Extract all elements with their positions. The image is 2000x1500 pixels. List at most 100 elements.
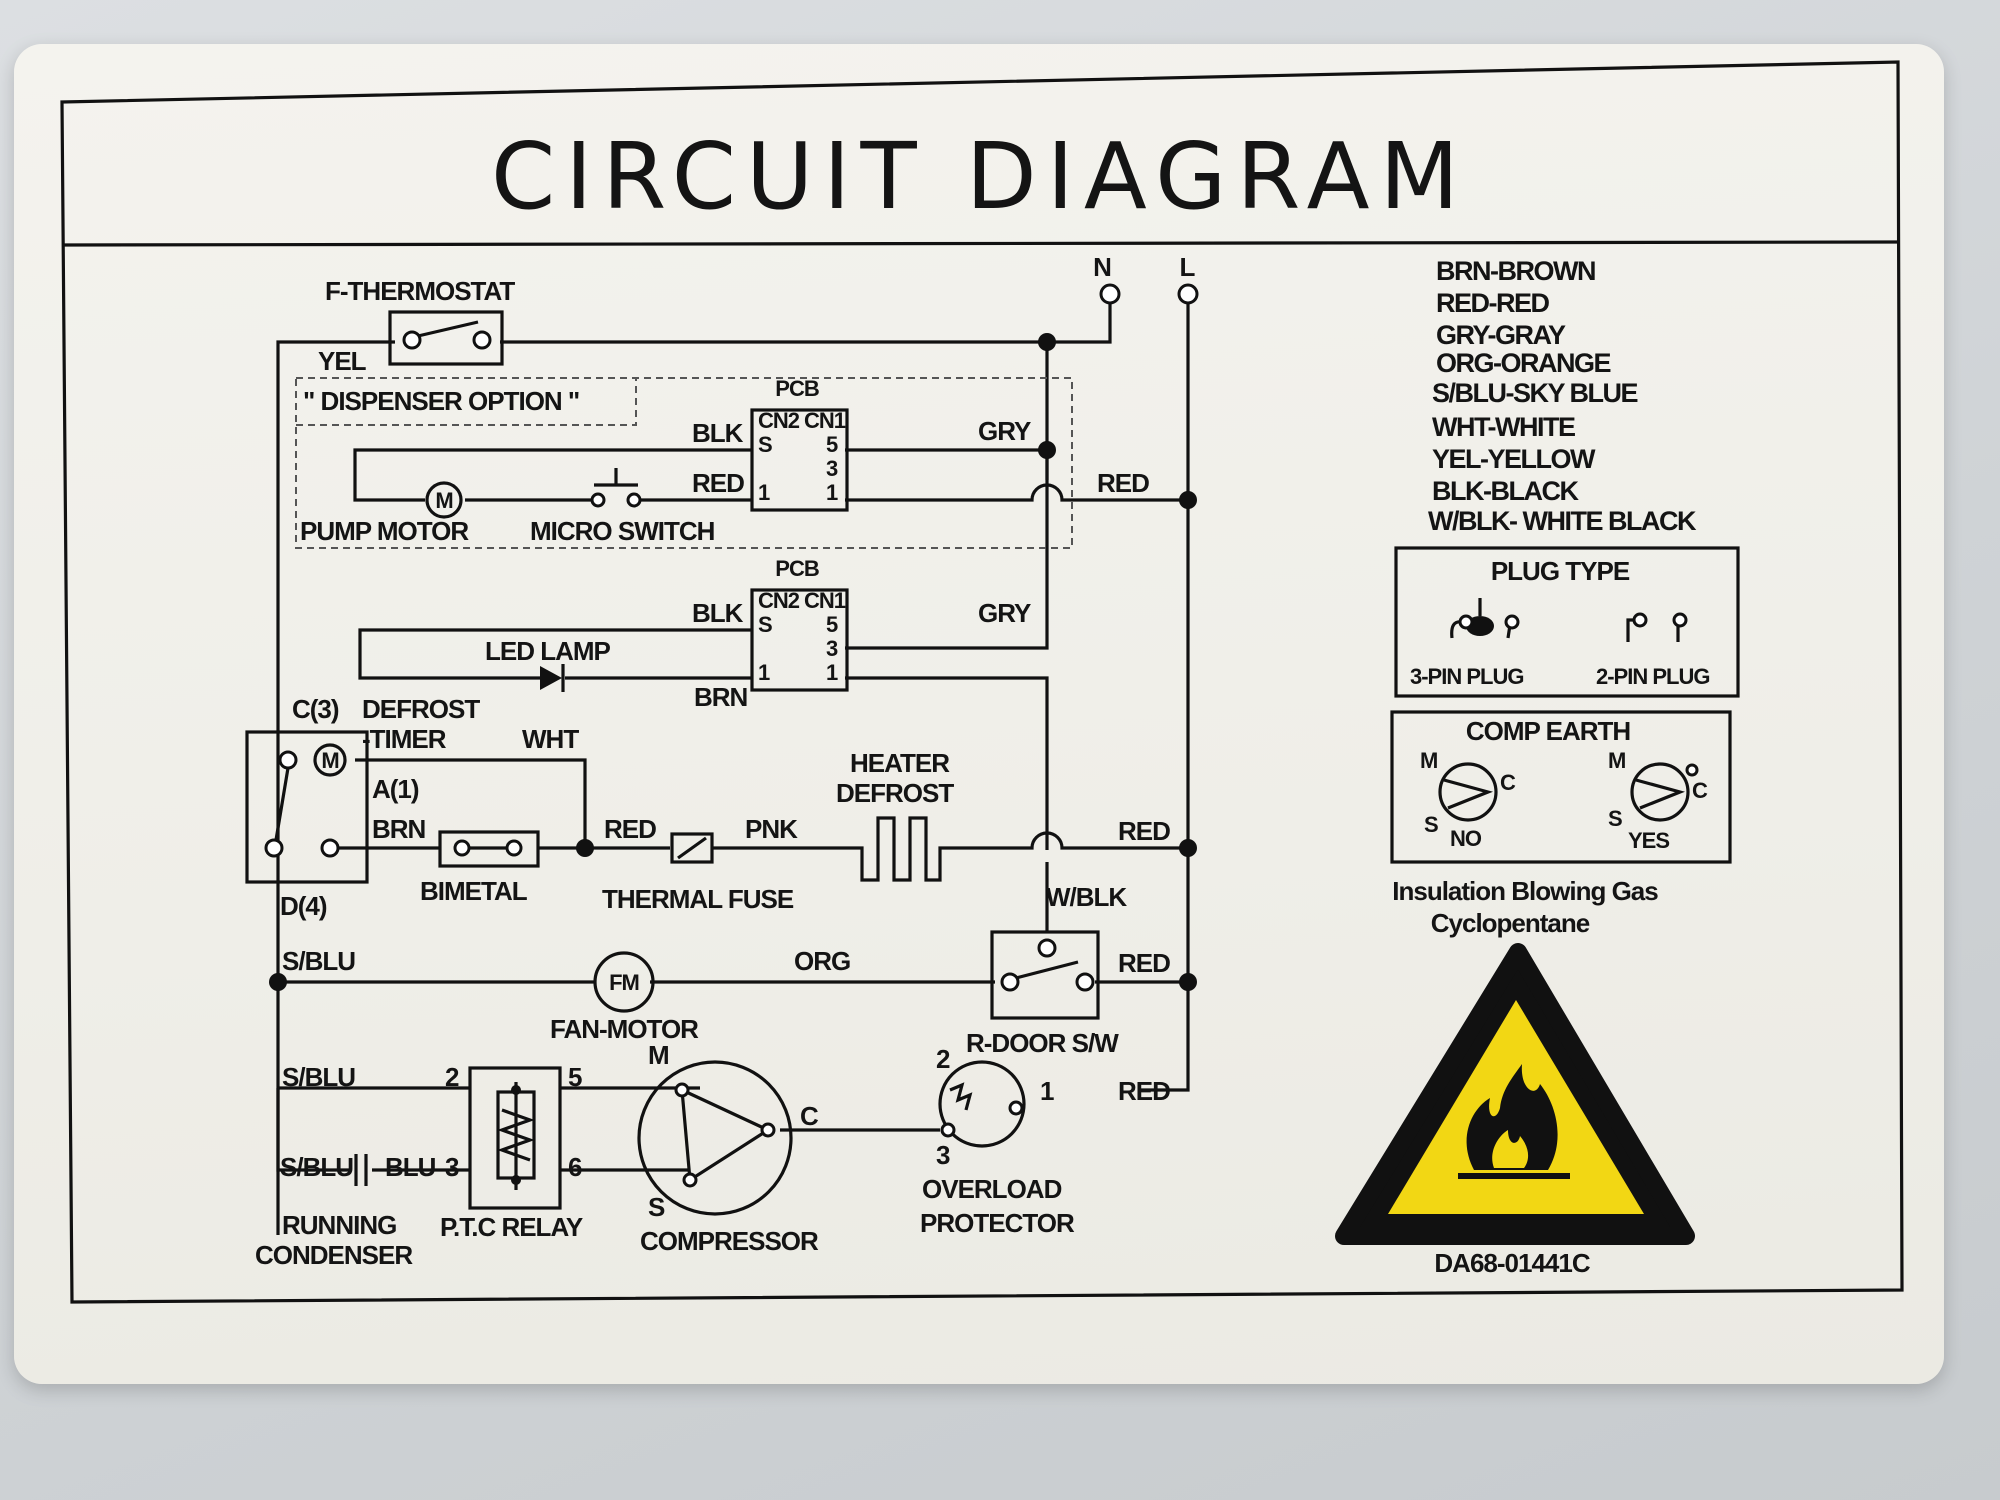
color-legend: BRN-BROWN RED-RED GRY-GRAY ORG-ORANGE S/… bbox=[1428, 256, 1698, 536]
compressor-s: S bbox=[648, 1192, 665, 1222]
comp-earth-yes-m: M bbox=[1608, 748, 1625, 773]
comp-earth-box: COMP EARTH M C S NO M C S YES bbox=[1390, 710, 1732, 864]
defrost-timer: M bbox=[245, 730, 369, 884]
legend-item: BLK-BLACK bbox=[1432, 476, 1579, 506]
ptc-pin-5: 5 bbox=[568, 1062, 582, 1092]
plug-3pin-label: 3-PIN PLUG bbox=[1410, 664, 1523, 689]
overload-label-1: OVERLOAD bbox=[922, 1174, 1062, 1204]
plug-type-box: PLUG TYPE 3-PIN PLUG 2-PIN PLUG bbox=[1394, 546, 1740, 698]
dispenser-option-label: " DISPENSER OPTION " bbox=[303, 386, 579, 416]
overload-protector bbox=[938, 1060, 1026, 1148]
insulation-line-1: Insulation Blowing Gas bbox=[1392, 876, 1658, 906]
pcb-2-pin-1a: 1 bbox=[758, 660, 770, 685]
running-condenser bbox=[354, 1154, 368, 1186]
pump-motor-label: PUMP MOTOR bbox=[300, 516, 469, 546]
wire-red-label-5: RED bbox=[1118, 948, 1170, 978]
wire-sblu-label-3: S/BLU bbox=[280, 1152, 353, 1182]
timer-motor-icon bbox=[313, 743, 347, 777]
ptc-pin-6: 6 bbox=[568, 1152, 582, 1182]
pcb-1-pin-s: S bbox=[758, 432, 772, 457]
power-terminals: N L bbox=[1093, 252, 1199, 305]
comp-earth-no-s: S bbox=[1424, 812, 1438, 837]
junction-dots bbox=[269, 333, 1197, 991]
legend-item: ORG-ORANGE bbox=[1436, 348, 1610, 378]
plug-type-title: PLUG TYPE bbox=[1491, 556, 1630, 586]
pcb-1-pin-1b: 1 bbox=[826, 480, 838, 505]
pcb-1-cn1: CN1 bbox=[804, 408, 846, 433]
fan-motor: FM bbox=[593, 951, 655, 1013]
comp-earth-no-label: NO bbox=[1450, 826, 1482, 851]
wire-blk-label-1: BLK bbox=[692, 418, 744, 448]
flame-warning-icon bbox=[1335, 943, 1695, 1245]
heater-label-2: DEFROST bbox=[836, 778, 954, 808]
dispenser-option-box bbox=[295, 377, 1073, 549]
pcb-1-pin-5: 5 bbox=[826, 432, 838, 457]
fan-motor-icon bbox=[593, 951, 655, 1013]
legend-item: BRN-BROWN bbox=[1436, 256, 1595, 286]
defrost-timer-label-2: -TIMER bbox=[362, 724, 447, 754]
pcb-2-cn1: CN1 bbox=[804, 588, 846, 613]
dispenser-option-tab bbox=[296, 378, 637, 426]
wire-red-label-2: RED bbox=[1097, 468, 1149, 498]
wire-brn-label-2: BRN bbox=[372, 814, 426, 844]
pcb-2-pin-3: 3 bbox=[826, 636, 838, 661]
compressor bbox=[637, 1060, 793, 1216]
terminal-n bbox=[1099, 283, 1121, 305]
comp-earth-yes-label: YES bbox=[1628, 828, 1669, 853]
wire-brn-label-1: BRN bbox=[694, 682, 748, 712]
wire-wblk-label: W/BLK bbox=[1046, 882, 1127, 912]
overload-pin-3: 3 bbox=[936, 1140, 950, 1170]
comp-earth-yes-s: S bbox=[1608, 806, 1622, 831]
overload-pin-1: 1 bbox=[1040, 1076, 1054, 1106]
wire-wht-label: WHT bbox=[522, 724, 579, 754]
heater-label-1: HEATER bbox=[850, 748, 950, 778]
legend-item: WHT-WHITE bbox=[1432, 412, 1575, 442]
part-number: DA68-01441C bbox=[1434, 1248, 1590, 1278]
thermal-fuse-label: THERMAL FUSE bbox=[602, 884, 794, 914]
timer-motor-m: M bbox=[321, 748, 338, 773]
pcb-2-pin-5: 5 bbox=[826, 612, 838, 637]
timer-a-label: A(1) bbox=[372, 774, 419, 804]
running-label-1: RUNNING bbox=[282, 1210, 396, 1240]
running-label-2: CONDENSER bbox=[255, 1240, 413, 1270]
wire-sblu-label-2: S/BLU bbox=[282, 1062, 355, 1092]
wire-blu-label: BLU bbox=[385, 1152, 436, 1182]
comp-earth-yes-c: C bbox=[1692, 778, 1708, 803]
thermal-fuse bbox=[670, 832, 714, 864]
ptc-pin-2: 2 bbox=[445, 1062, 459, 1092]
overload-pin-2: 2 bbox=[936, 1044, 950, 1074]
pcb-1: PCB CN2 CN1 S 1 5 3 1 bbox=[750, 376, 849, 512]
pcb-2: PCB CN2 CN1 S 1 5 3 1 bbox=[750, 556, 849, 692]
ptc-pin-3: 3 bbox=[445, 1152, 459, 1182]
pcb-1-pin-3: 3 bbox=[826, 456, 838, 481]
terminal-l-label: L bbox=[1180, 252, 1196, 282]
legend-item: RED-RED bbox=[1436, 288, 1550, 318]
wire-pnk-label: PNK bbox=[745, 814, 798, 844]
terminal-l bbox=[1177, 283, 1199, 305]
compressor-c: C bbox=[800, 1101, 819, 1131]
legend-item: W/BLK- WHITE BLACK bbox=[1428, 506, 1697, 536]
diagram-title: CIRCUIT DIAGRAM bbox=[491, 123, 1469, 230]
timer-c-label: C(3) bbox=[292, 694, 339, 724]
comp-earth-no-c: C bbox=[1500, 770, 1516, 795]
wiring bbox=[276, 303, 1190, 1235]
r-door-switch bbox=[990, 930, 1100, 1020]
wire-red-label-3: RED bbox=[604, 814, 656, 844]
wire-gry-label-2: GRY bbox=[978, 598, 1031, 628]
diagram-frame bbox=[60, 60, 1904, 1304]
terminal-n-label: N bbox=[1093, 252, 1111, 282]
pump-motor-m: M bbox=[435, 488, 452, 513]
overload-label-2: PROTECTOR bbox=[920, 1208, 1075, 1238]
plug-3pin-icon bbox=[1450, 598, 1520, 639]
wire-red-label-4: RED bbox=[1118, 816, 1170, 846]
timer-d-label: D(4) bbox=[280, 891, 327, 921]
legend-item: YEL-YELLOW bbox=[1432, 444, 1596, 474]
heater-defrost bbox=[855, 816, 945, 882]
compressor-m: M bbox=[648, 1040, 669, 1070]
wire-red-label-6: RED bbox=[1118, 1076, 1170, 1106]
pcb-2-pin-1b: 1 bbox=[826, 660, 838, 685]
comp-earth-no-m: M bbox=[1420, 748, 1437, 773]
wire-gry-label-1: GRY bbox=[978, 416, 1031, 446]
fan-motor-label: FAN-MOTOR bbox=[550, 1014, 699, 1044]
micro-switch-label: MICRO SWITCH bbox=[530, 516, 715, 546]
